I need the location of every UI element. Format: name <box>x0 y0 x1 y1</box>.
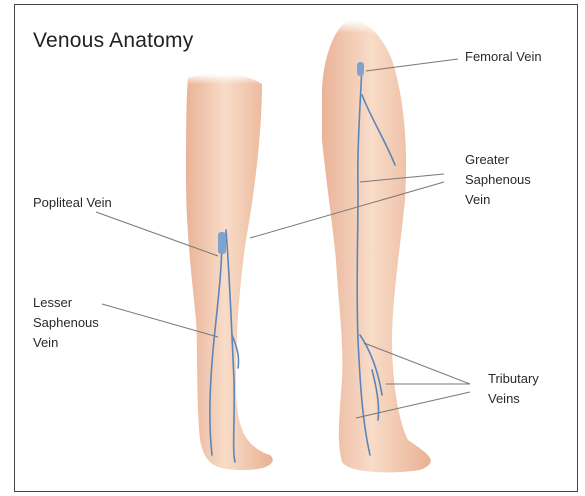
diagram-title: Venous Anatomy <box>33 29 193 53</box>
label-line: Veins <box>488 389 539 409</box>
label-line: Vein <box>465 190 531 210</box>
femoral-vein-label: Femoral Vein <box>465 47 542 67</box>
greater-saphenous-vein-label: Greater Saphenous Vein <box>465 150 531 210</box>
label-line: Saphenous <box>465 170 531 190</box>
label-line: Saphenous <box>33 313 99 333</box>
popliteal-vein-label: Popliteal Vein <box>33 193 112 213</box>
leader-lines <box>96 59 470 418</box>
label-line: Tributary <box>488 369 539 389</box>
label-line: Greater <box>465 150 531 170</box>
popliteal-vein-mark <box>218 232 226 254</box>
tributary-veins-label: Tributary Veins <box>488 369 539 409</box>
femoral-vein-mark <box>357 62 364 76</box>
label-line: Lesser <box>33 293 99 313</box>
label-line: Vein <box>33 333 99 353</box>
lesser-saphenous-vein-label: Lesser Saphenous Vein <box>33 293 99 353</box>
